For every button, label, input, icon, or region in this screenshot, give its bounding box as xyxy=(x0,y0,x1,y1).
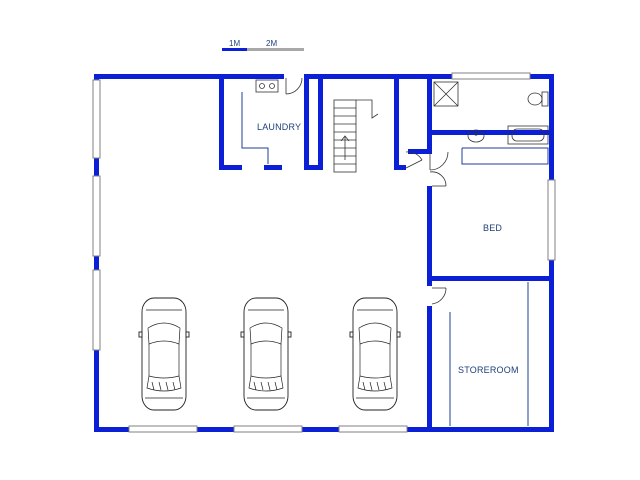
scale-label-1m: 1M xyxy=(229,39,240,48)
room-label-laundry: LAUNDRY xyxy=(257,122,301,132)
door-icon xyxy=(285,77,449,305)
car-icon xyxy=(138,297,190,411)
cars xyxy=(138,297,401,411)
bathtub-icon xyxy=(507,125,549,145)
shower-icon xyxy=(433,81,459,107)
basin-icon xyxy=(467,129,485,143)
scale-bar: 1M 2M xyxy=(222,39,304,51)
scale-label-2m: 2M xyxy=(266,39,277,48)
thin-lines xyxy=(241,92,549,426)
stairs-icon xyxy=(333,99,379,173)
room-label-bed: BED xyxy=(483,223,502,233)
room-label-storeroom: STOREROOM xyxy=(458,365,519,375)
car-icon xyxy=(349,297,401,411)
sink-icon xyxy=(255,79,279,93)
car-icon xyxy=(240,297,292,411)
windows xyxy=(92,72,556,433)
toilet-icon xyxy=(527,91,549,107)
